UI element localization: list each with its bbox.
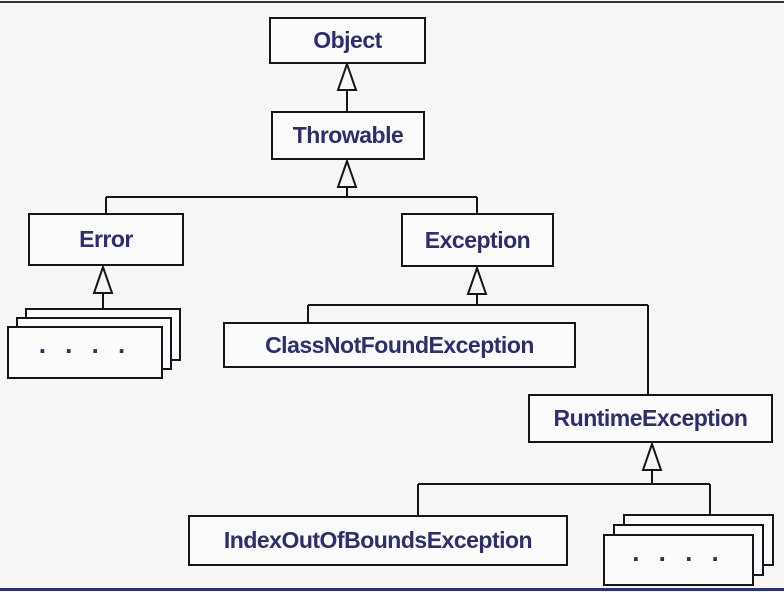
class-name-label: Throwable (292, 122, 404, 148)
class-name-label: Object (313, 27, 382, 53)
class-box-runtime-exception: RuntimeException (528, 394, 773, 443)
class-box-class-not-found-exception: ClassNotFoundException (223, 322, 576, 368)
subclass-stack-error-subclasses: . . . . (7, 326, 163, 379)
class-name-label: Exception (424, 226, 531, 253)
uml-inheritance-arrowhead-icon (336, 157, 358, 188)
class-name-label: ClassNotFoundException (265, 331, 534, 358)
class-box-throwable: Throwable (271, 111, 425, 160)
class-box-index-out-of-bounds-exception: IndexOutOfBoundsException (188, 515, 568, 566)
uml-inheritance-arrowhead-icon (641, 440, 663, 471)
uml-inheritance-arrowhead-icon (92, 263, 114, 294)
class-name-label: RuntimeException (553, 405, 748, 431)
class-name-label: Error (79, 226, 133, 252)
class-box-object: Object (269, 17, 426, 64)
subclass-stack-runtime-exception-subclasses: . . . . (603, 534, 754, 586)
top-border-line (0, 1, 784, 3)
ellipsis-label: . . . . (38, 329, 132, 359)
ellipsis-label: . . . . (632, 536, 725, 567)
class-box-error: Error (28, 213, 184, 266)
uml-inheritance-arrowhead-icon (466, 264, 488, 295)
bottom-border-line (0, 588, 784, 591)
class-name-label: IndexOutOfBoundsException (223, 527, 533, 553)
uml-inheritance-arrowhead-icon (336, 60, 358, 91)
class-box-exception: Exception (401, 213, 554, 267)
